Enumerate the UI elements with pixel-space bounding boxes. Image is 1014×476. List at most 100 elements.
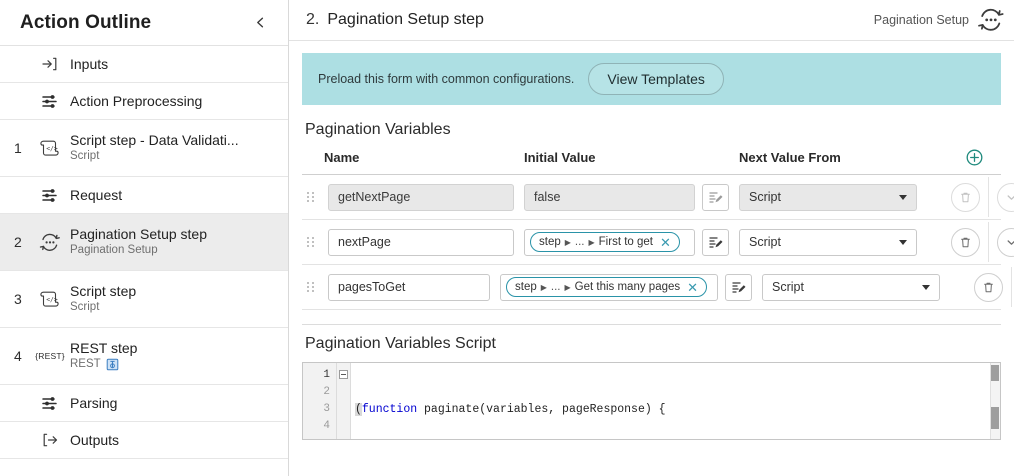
sidebar-item-script-step[interactable]: 3 </> Script step Script	[0, 271, 288, 328]
xpath-picker-icon[interactable]	[702, 183, 729, 211]
rest-tag-icon: {REST}	[35, 344, 65, 368]
drag-handle-icon[interactable]	[306, 235, 316, 249]
editor-scroll-thumb-top[interactable]	[991, 365, 999, 381]
drag-handle-icon[interactable]	[306, 190, 316, 204]
xpath-picker-icon[interactable]	[725, 273, 752, 301]
sidebar: Action Outline Inputs Action Preprocessi…	[0, 0, 289, 476]
pill-prefix: step	[539, 236, 561, 248]
pill-close-icon[interactable]: ✕	[659, 234, 671, 250]
pill-separator-icon: ▶	[588, 237, 595, 247]
sidebar-item-subtitle: REST	[70, 358, 101, 370]
sidebar-item-action-preprocessing[interactable]: Action Preprocessing	[0, 83, 288, 120]
inputs-arrow-icon	[36, 52, 64, 76]
sidebar-item-number: 1	[14, 140, 22, 156]
pill-separator-icon: ▶	[564, 237, 571, 247]
sidebar-item-request[interactable]: Request	[0, 177, 288, 214]
action-divider	[1011, 267, 1012, 307]
page-step-number: 2.	[306, 11, 320, 28]
delete-row-button[interactable]	[951, 227, 980, 257]
editor-fold-column[interactable]	[337, 363, 351, 439]
next-value-from-select[interactable]: Script	[762, 273, 940, 301]
reference-pill[interactable]: step ▶ ... ▶ Get this many pages ✕	[506, 277, 708, 297]
sidebar-item-parsing[interactable]: Parsing	[0, 385, 288, 422]
chevron-down-icon	[922, 284, 930, 290]
next-value-from-select[interactable]: Script	[739, 183, 917, 211]
svg-text:</>: </>	[46, 144, 58, 152]
sidebar-item-outputs[interactable]: Outputs	[0, 422, 288, 459]
sidebar-item-label: Outputs	[70, 431, 120, 448]
sidebar-item-number: 2	[14, 234, 22, 250]
table-header-row: Name Initial Value Next Value From	[302, 149, 1001, 175]
line-number: 4	[323, 420, 330, 432]
column-header-next-value-from: Next Value From	[739, 150, 841, 165]
pagination-script-editor[interactable]: 1 2 3 4 (function paginate(variables, pa…	[302, 362, 1001, 440]
chevron-left-icon[interactable]	[250, 13, 270, 33]
sidebar-item-label: Action Preprocessing	[70, 92, 203, 109]
reference-pill[interactable]: step ▶ ... ▶ First to get ✕	[530, 232, 680, 252]
pill-ellipsis: ...	[550, 281, 561, 293]
next-value-from-value: Script	[772, 280, 804, 294]
initial-value-reference-field[interactable]: step ▶ ... ▶ First to get ✕	[524, 228, 695, 256]
sidebar-item-label: Script step - Data Validati...	[70, 132, 239, 148]
plus-circle-icon[interactable]	[966, 149, 983, 166]
script-scroll-icon: </>	[36, 287, 64, 311]
line-number: 1	[323, 369, 330, 381]
editor-vertical-scrollbar[interactable]	[990, 363, 1000, 439]
rest-tag-text: {REST}	[35, 351, 65, 361]
sidebar-item-script-step-data-validation[interactable]: 1 </> Script step - Data Validati... Scr…	[0, 120, 288, 177]
column-header-name: Name	[324, 150, 360, 165]
code-line: (function paginate(variables, pageRespon…	[355, 403, 666, 416]
section-divider	[302, 324, 1001, 325]
svg-text:</>: </>	[46, 295, 58, 303]
variable-name-input[interactable]: pagesToGet	[328, 273, 490, 301]
outline-list: Inputs Action Preprocessing 1 </> Script…	[0, 46, 288, 476]
variable-name-input[interactable]: getNextPage	[328, 183, 514, 211]
sidebar-item-label: Pagination Setup step	[70, 226, 207, 242]
action-divider	[988, 177, 989, 217]
delete-row-button[interactable]	[974, 272, 1003, 302]
line-number: 2	[323, 386, 330, 398]
sliders-icon	[36, 183, 64, 207]
pill-separator-icon: ▶	[540, 282, 547, 292]
outputs-arrow-icon	[36, 428, 64, 452]
next-value-from-select[interactable]: Script	[739, 228, 917, 256]
sidebar-item-rest-step[interactable]: 4 {REST} REST step REST	[0, 328, 288, 385]
action-divider	[988, 222, 989, 262]
xpath-picker-icon[interactable]	[702, 228, 729, 256]
line-number: 3	[323, 403, 330, 415]
editor-scroll-thumb-bottom[interactable]	[991, 407, 999, 429]
sliders-icon	[36, 391, 64, 415]
sidebar-item-number: 4	[14, 348, 22, 364]
sidebar-item-subtitle: Script	[70, 301, 100, 313]
sidebar-item-subtitle: Script	[70, 150, 100, 162]
pill-close-icon[interactable]: ✕	[687, 279, 699, 295]
sidebar-item-inputs[interactable]: Inputs	[0, 46, 288, 83]
fold-toggle-icon[interactable]	[339, 370, 348, 379]
sidebar-item-pagination-setup-step[interactable]: 2 Pagination Setup step Pagination Setup	[0, 214, 288, 271]
sidebar-item-label: REST step	[70, 340, 138, 356]
expand-row-button[interactable]	[997, 182, 1014, 212]
variable-name-input[interactable]: nextPage	[328, 228, 514, 256]
step-type-label: Pagination Setup	[873, 13, 969, 27]
drag-handle-icon[interactable]	[306, 280, 316, 294]
initial-value-reference-field[interactable]: step ▶ ... ▶ Get this many pages ✕	[500, 273, 718, 301]
view-templates-button[interactable]: View Templates	[588, 63, 724, 95]
chevron-down-icon	[899, 194, 907, 200]
pill-label: First to get	[598, 236, 653, 248]
pill-label: Get this many pages	[574, 281, 681, 293]
sidebar-item-subtitle: Pagination Setup	[70, 244, 158, 256]
editor-code-area[interactable]: (function paginate(variables, pageRespon…	[351, 363, 1000, 439]
main-panel: 2. Pagination Setup step Pagination Setu…	[289, 0, 1014, 476]
sidebar-header: Action Outline	[0, 0, 288, 46]
pagination-circular-icon	[976, 8, 1006, 32]
sliders-icon	[36, 89, 64, 113]
table-row: getNextPage false Script	[302, 175, 1014, 220]
chevron-down-icon	[899, 239, 907, 245]
next-value-from-value: Script	[749, 190, 781, 204]
expand-row-button[interactable]	[997, 227, 1014, 257]
initial-value-input[interactable]: false	[524, 183, 695, 211]
editor-line-numbers: 1 2 3 4	[303, 363, 337, 439]
delete-row-button[interactable]	[951, 182, 980, 212]
pill-prefix: step	[515, 281, 537, 293]
